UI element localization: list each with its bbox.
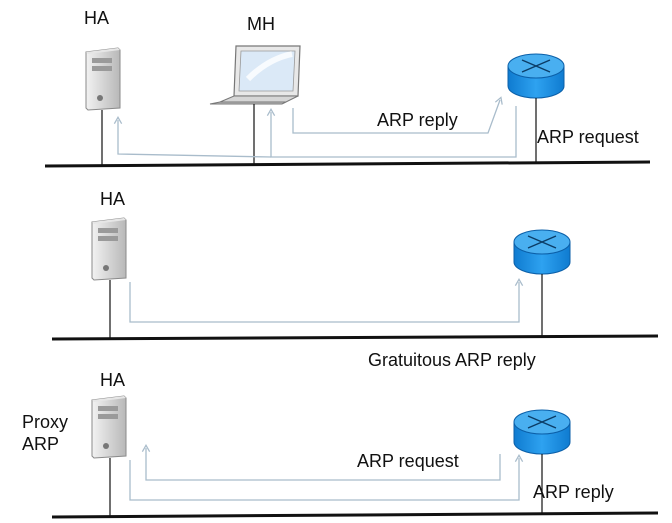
- arp-request-arrow-to-ha: [113, 115, 272, 158]
- gratuitous-arp-arrow: [129, 277, 524, 323]
- router-icon: [513, 409, 571, 455]
- arp-reply-arrow: [292, 96, 503, 134]
- gratuitous-arp-label: Gratuitous ARP reply: [368, 350, 536, 370]
- network-bus-3: [51, 511, 659, 519]
- network-bus-2: [51, 334, 659, 341]
- router-icon: [513, 229, 571, 275]
- network-bus-1: [44, 160, 651, 168]
- panel-1: [44, 45, 651, 168]
- ha-server-icon: [85, 47, 121, 111]
- arp-request-label-1: ARP request: [537, 127, 639, 147]
- ha-label-3: HA: [100, 370, 126, 390]
- panel-3: [51, 395, 659, 519]
- arp-request-label-3: ARP request: [357, 451, 459, 471]
- panel-2: [51, 217, 659, 341]
- mh-label: MH: [247, 14, 275, 34]
- laptop-icon: [209, 45, 301, 105]
- router-icon: [507, 53, 565, 99]
- arp-reply-label-3: ARP reply: [533, 482, 614, 502]
- arp-reply-label-1: ARP reply: [377, 110, 458, 130]
- ha-label-1: HA: [84, 8, 110, 28]
- ha-label-2: HA: [100, 189, 126, 209]
- ha-server-icon: [91, 395, 127, 459]
- arp-reply-arrow: [129, 453, 524, 501]
- proxy-label: Proxy: [22, 412, 69, 432]
- arp-request-arrow: [141, 443, 501, 481]
- ha-server-icon: [91, 217, 127, 281]
- arp-label: ARP: [22, 434, 60, 454]
- arp-request-arrow-to-mh: [266, 106, 517, 158]
